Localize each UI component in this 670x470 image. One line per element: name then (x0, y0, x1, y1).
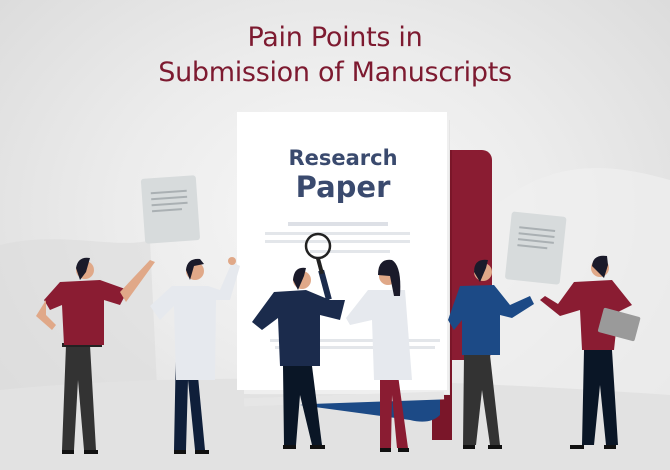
person-man-with-laptop (540, 255, 641, 449)
document-heading-line-1: Research (288, 146, 398, 170)
floor (0, 378, 670, 470)
title-line-2: Submission of Manuscripts (158, 57, 512, 88)
person-man-with-magnifier (252, 232, 345, 449)
person-scientist-with-glasses (150, 257, 240, 454)
floating-sheet-left (140, 175, 200, 244)
person-man-blue-shirt (448, 259, 534, 449)
document-heading: Research Paper (238, 145, 448, 203)
person-woman-scientist (346, 259, 412, 452)
title-line-1: Pain Points in (247, 22, 423, 53)
document-heading-line-2: Paper (295, 170, 391, 204)
page-title: Pain Points in Submission of Manuscripts (0, 20, 670, 90)
floating-sheet-right (505, 211, 567, 285)
person-man-pointing (36, 257, 155, 454)
